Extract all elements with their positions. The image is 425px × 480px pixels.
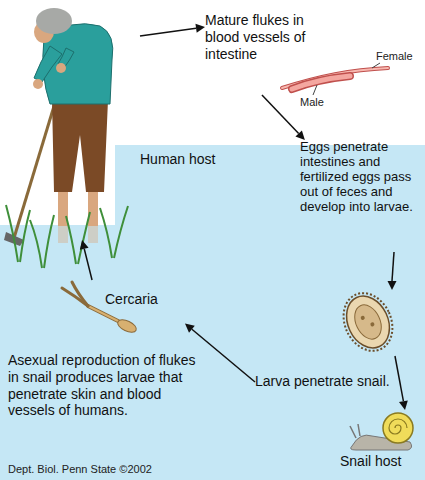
plant-leaf: [30, 220, 42, 268]
arrow-connector: [140, 24, 205, 36]
egg-dot: [370, 322, 375, 327]
stage-text: Cercaria: [105, 291, 158, 308]
leader-line: [372, 63, 380, 68]
arrow-line: [395, 356, 403, 401]
stage-text: Eggs penetrate intestines and fertilized…: [300, 140, 422, 215]
plant-leaf: [6, 205, 18, 262]
human-hand: [56, 63, 66, 73]
arrow-line: [84, 249, 92, 280]
cercaria-tail: [88, 306, 118, 321]
rice-plants: [6, 205, 128, 268]
cercaria-body: [116, 317, 138, 335]
stage-text: Asexual reproduction of flukes in snail …: [8, 352, 203, 419]
plant-leaf: [66, 216, 76, 264]
human-hair: [36, 8, 72, 34]
snail-shell: [383, 413, 413, 443]
snail-tentacle: [350, 426, 356, 438]
text-label: Female: [376, 50, 413, 63]
plant-leaf: [44, 215, 54, 268]
stage-text: Larva penetrate snail.: [255, 373, 390, 390]
snail-tentacle: [358, 424, 360, 436]
plant-leaf: [78, 212, 90, 264]
stage-text: Mature flukes in blood vessels of intest…: [205, 12, 325, 62]
water-overlay: [50, 226, 106, 246]
cercaria-tail-fill: [88, 306, 118, 321]
human-pants: [52, 100, 108, 192]
human-hand: [33, 79, 43, 89]
female-fluke-fill: [282, 68, 388, 88]
female-fluke: [282, 68, 388, 88]
egg: [334, 285, 401, 359]
text-label: Dept. Biol. Penn State ©2002: [8, 463, 152, 476]
stage-node: Eggs penetrate intestines and fertilized…: [300, 140, 422, 217]
arrow-head: [80, 240, 89, 250]
stage-node: Asexual reproduction of flukes in snail …: [8, 352, 203, 422]
stage-node: Mature flukes in blood vessels of intest…: [205, 10, 375, 95]
plant-leaf: [114, 206, 128, 258]
stage-text: Snail host: [340, 453, 401, 470]
arrow-line: [392, 252, 394, 281]
arrow-line: [192, 329, 255, 382]
stage-text: Human host: [140, 151, 215, 168]
arrow-head: [388, 281, 397, 290]
arrow-head: [399, 400, 408, 410]
plant-leaf: [100, 208, 112, 258]
stage-node: Human host: [0, 0, 140, 240]
male-fluke: [292, 76, 350, 89]
egg-shell: [338, 289, 397, 355]
arrow-line: [262, 95, 299, 133]
stage-node: Snail host: [340, 452, 404, 472]
arrow-head: [195, 24, 205, 33]
miracidium: [350, 301, 387, 344]
egg-dot: [360, 315, 365, 320]
arrow-head: [185, 324, 195, 333]
cercaria-fork: [72, 282, 88, 306]
stage-node: Cercaria: [55, 280, 185, 338]
arrow-line: [140, 28, 196, 36]
plant-leaf: [20, 210, 30, 262]
leader-line: [313, 85, 317, 95]
egg-spines: [334, 285, 401, 359]
arrow-head: [295, 130, 304, 140]
male-fluke-fill: [292, 76, 350, 89]
shell-spiral: [389, 419, 407, 434]
text-label: Male: [300, 96, 324, 109]
arrow-connector: [262, 95, 305, 140]
arrow-connector: [80, 240, 92, 280]
stage-node: Larva penetrate snail.: [255, 372, 392, 392]
